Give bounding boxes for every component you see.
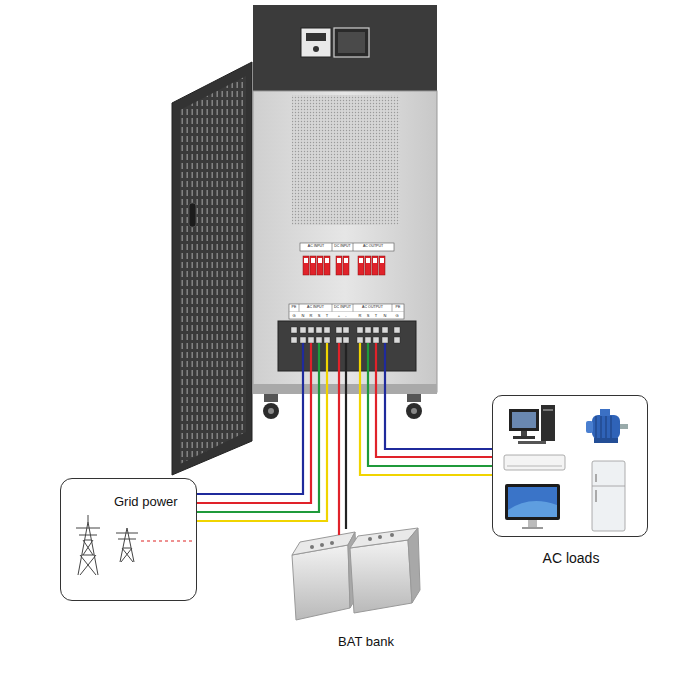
terminal-header: PE (291, 306, 296, 310)
terminal-name: T (374, 314, 377, 318)
terminal-header: AC OUTPUT (362, 306, 383, 310)
terminal-name: T (325, 314, 328, 318)
terminal-name: G (292, 314, 296, 318)
breaker-label: AC INPUT (308, 245, 325, 249)
terminal-name: + (338, 314, 341, 318)
terminal-header: DC INPUT (334, 306, 352, 310)
terminal-header: PE (395, 306, 400, 310)
terminal-name: - (345, 314, 347, 318)
terminal-name: R (358, 314, 361, 318)
terminal-header: AC INPUT (307, 306, 324, 310)
battery-label: BAT bank (338, 635, 394, 648)
box-title: Grid power (114, 495, 178, 509)
terminal-name: R (309, 314, 312, 318)
breaker-label: AC OUTPUT (363, 245, 384, 249)
box-title: AC loads (543, 551, 600, 566)
terminal-name: N (301, 314, 304, 318)
ac-loads-box: AC loads (492, 395, 648, 537)
grid-power-box: Grid power (60, 478, 197, 601)
terminal-name: N (383, 314, 386, 318)
terminal-name: S (317, 314, 320, 318)
terminal-name: S (366, 314, 369, 318)
breaker-label: DC INPUT (334, 245, 351, 249)
terminal-name: G (395, 314, 399, 318)
